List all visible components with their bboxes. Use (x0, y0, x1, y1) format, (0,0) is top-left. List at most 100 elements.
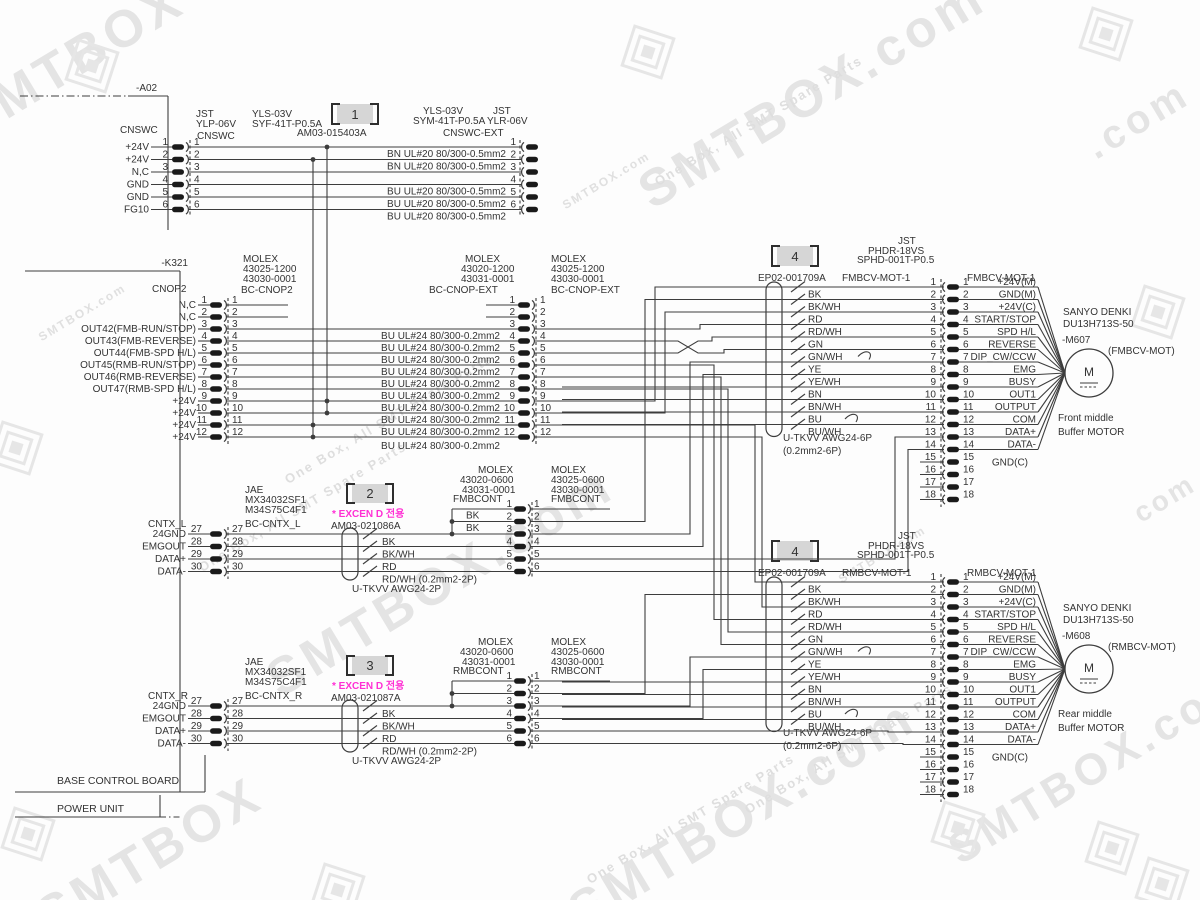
cable-spec: U-TKVV AWG24-2P (352, 756, 441, 767)
pin-number: 1 (540, 295, 546, 306)
pin-number: 9 (930, 672, 936, 683)
pin-number: 12 (540, 427, 552, 438)
pin-contact (210, 314, 222, 320)
wire-color-label: YE (808, 660, 822, 671)
pin-number: 18 (963, 785, 975, 796)
callout-box (777, 246, 813, 266)
pin-number: 4 (540, 331, 546, 342)
pin-socket-arc (521, 204, 525, 215)
motor-model: DU13H713S-50 (1063, 615, 1134, 626)
fan-wire (1037, 372, 1066, 413)
connector-title: M34S75C4F1 (245, 505, 307, 516)
pin-number: 1 (506, 671, 512, 682)
callout-bracket (810, 245, 819, 267)
pin-socket-arc (521, 191, 525, 203)
fan-wire (1037, 581, 1066, 670)
ref-designator: -M608 (1062, 631, 1091, 642)
signal-label: OUT1 (1009, 685, 1036, 696)
pin-number: 5 (963, 327, 969, 338)
pin-number: 12 (925, 710, 937, 721)
pin-contact (514, 703, 526, 709)
pin-number: 8 (540, 379, 546, 390)
pin-number: 12 (963, 415, 975, 426)
connector-title: CNSWC-EXT (443, 128, 504, 139)
harness-wire (530, 730, 944, 733)
pin-contact (210, 338, 222, 344)
pin-number: 4 (232, 331, 238, 342)
wire-spec-label: BU UL#24 80/300-0.2mm2 (381, 403, 500, 414)
pin-contact (172, 144, 184, 150)
wire-color-label: BK (382, 537, 396, 548)
fan-wire (1037, 372, 1066, 376)
motor-circle (1064, 644, 1114, 694)
pin-number: 4 (534, 537, 540, 548)
pin-number: 7 (930, 352, 936, 363)
junction-dot (310, 434, 316, 440)
pin-number: 29 (191, 721, 203, 732)
wire-color-label: RD (808, 610, 822, 621)
fan-wire (1037, 361, 1066, 374)
pin-contact (947, 296, 959, 303)
harness-wire (534, 436, 944, 608)
pin-number: 8 (232, 379, 238, 390)
junction-dot (310, 422, 316, 428)
pin-number: 4 (534, 709, 540, 720)
connector-title: MX34032SF1 (245, 495, 307, 506)
callout-number: 2 (366, 486, 373, 501)
wire-color-label: BU (808, 710, 822, 721)
wire-spec-label: BU UL#20 80/300-0.5mm2 (387, 212, 506, 223)
pin-contact (947, 629, 959, 635)
pin-number: 9 (232, 391, 238, 402)
pin-number: 14 (925, 440, 937, 451)
pin-contact (947, 579, 959, 585)
pin-number: 6 (201, 355, 207, 366)
junction-dot (449, 519, 455, 524)
pin-number: 2 (534, 512, 540, 523)
connector-title: MOLEX (551, 465, 586, 476)
pin-number: 1 (534, 671, 540, 682)
wire-color-label: RD/WH (0.2mm2-2P) (382, 575, 477, 586)
pin-number: 11 (963, 402, 974, 413)
pin-number: 11 (963, 697, 974, 708)
wire-spec-label: BU UL#24 80/300-0.2mm2 (381, 391, 500, 402)
pin-socket-arc (521, 179, 525, 190)
wire-color-label: BK (382, 709, 396, 720)
pin-contact (947, 384, 959, 390)
pin-number: 9 (509, 391, 515, 402)
harness-code: EP02-001709A (758, 273, 826, 284)
cable-spec: (0.2mm2-6P) (783, 741, 841, 752)
fan-wire (1037, 372, 1066, 425)
pin-contact (947, 604, 959, 610)
connector-title: 43031-0001 (462, 657, 516, 668)
pin-contact (947, 641, 959, 648)
pin-number: 18 (925, 490, 937, 501)
pin-contact (947, 691, 959, 698)
pin-number: 2 (963, 585, 969, 596)
connector-title: JST (493, 106, 511, 117)
pin-contact (518, 410, 530, 416)
harness-wire (530, 448, 944, 573)
pin-contact (210, 362, 222, 368)
net-label: N,C (132, 167, 149, 178)
pin-contact (172, 169, 184, 175)
pin-number: 18 (925, 785, 937, 796)
pin-number: 5 (534, 721, 540, 732)
connector-title: BC-CNOP-EXT (551, 285, 620, 296)
pin-number: 10 (925, 390, 937, 401)
pin-number: 6 (534, 562, 540, 573)
wire-color-label: BK/WH (382, 550, 415, 561)
connector-title: FMBCONT (453, 494, 502, 505)
wire-color-label: BK (466, 511, 480, 522)
twist-mark (362, 737, 378, 749)
connector-title: JAE (245, 657, 264, 668)
pin-contact (518, 350, 530, 356)
junction-dot (449, 691, 455, 696)
pin-number: 3 (963, 302, 969, 313)
pin-number: 28 (191, 537, 203, 548)
pin-contact (518, 434, 530, 440)
pin-contact (210, 715, 222, 722)
wire-color-label: RD (382, 562, 396, 573)
pin-number: 5 (506, 549, 512, 560)
pin-contact (947, 484, 959, 490)
pin-contact (947, 616, 959, 623)
